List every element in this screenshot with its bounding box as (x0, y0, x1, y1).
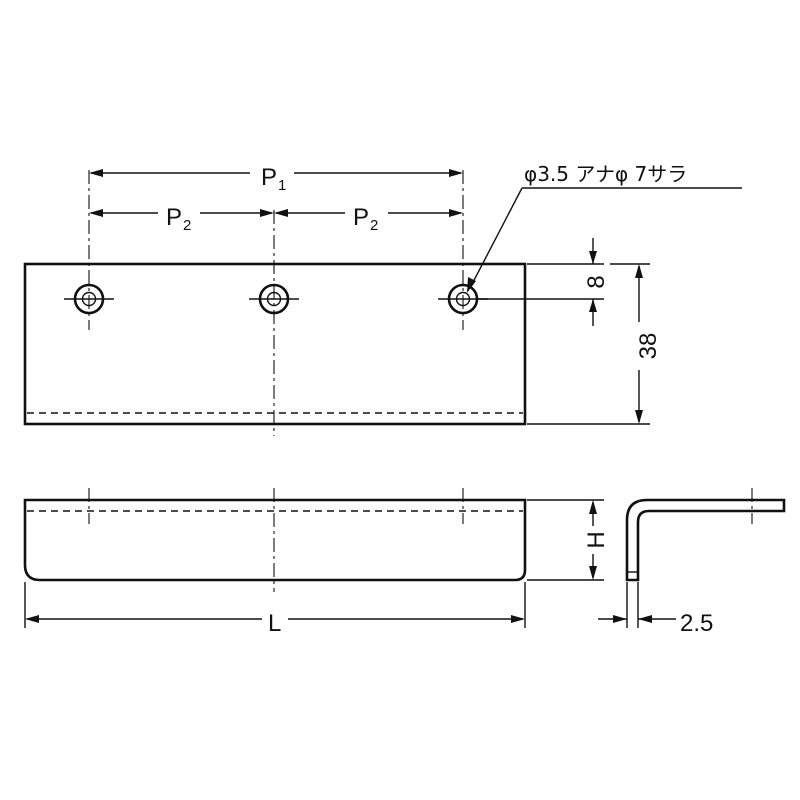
hole-spec-label: φ3.5 アナφ 7サラ (524, 162, 687, 186)
front-view (23, 170, 527, 436)
plan-view (23, 488, 527, 592)
profile-outline (625, 498, 786, 582)
p2-right-label: P (353, 204, 369, 231)
p2-right-subscript: 2 (370, 217, 378, 234)
p1-label: P (261, 164, 277, 191)
dimension-depth: H (527, 499, 610, 581)
p1-subscript: 1 (278, 177, 286, 194)
dimension-hole-edge: 8 (478, 238, 610, 326)
dimension-p1: P 1 (89, 164, 463, 194)
dimension-height: 38 (527, 263, 662, 425)
p2-left-subscript: 2 (183, 217, 191, 234)
hole-callout: φ3.5 アナφ 7サラ (467, 162, 742, 293)
depth-label: H (583, 531, 610, 548)
flange-outline (23, 498, 527, 582)
dimension-length: L (24, 582, 526, 637)
thickness-label: 2.5 (680, 610, 713, 637)
dimension-p2-left: P 2 (89, 204, 274, 234)
countersunk-hole-1 (73, 283, 105, 315)
dimension-thickness: 2.5 (598, 582, 713, 637)
side-profile (625, 488, 786, 582)
countersunk-hole-3 (447, 283, 479, 315)
dimension-p2-right: P 2 (274, 204, 463, 234)
p2-left-label: P (166, 204, 182, 231)
countersunk-hole-2 (258, 283, 290, 315)
height-label: 38 (635, 333, 662, 360)
plate-outline (23, 262, 527, 426)
hole-edge-label: 8 (583, 275, 610, 288)
length-label: L (268, 610, 281, 637)
